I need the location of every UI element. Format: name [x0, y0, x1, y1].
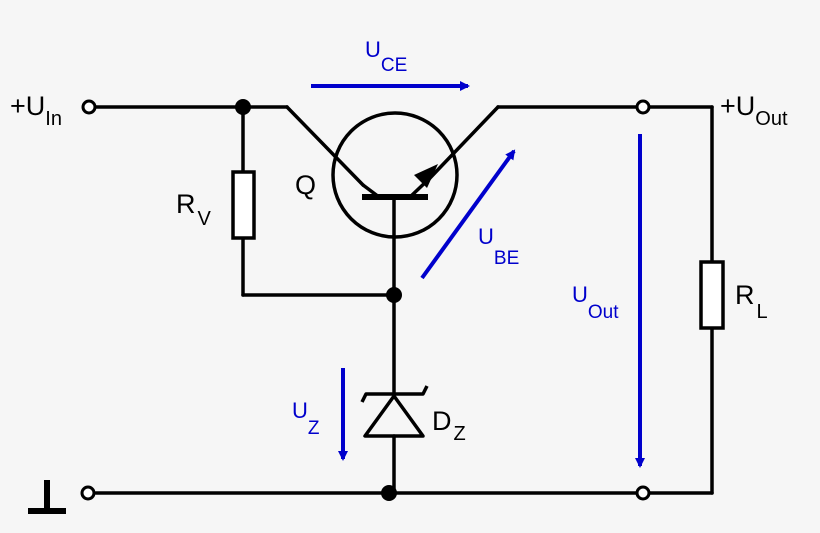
resistor-rl [699, 260, 725, 330]
label-output: +UOut [720, 91, 788, 130]
zener-triangle [363, 394, 425, 438]
label-ube: UBE [478, 224, 519, 269]
transistor-q [331, 111, 459, 239]
ground-icon [28, 480, 66, 514]
label-uout: UOut [572, 282, 619, 323]
zener-diode [360, 385, 429, 438]
label-rl: RL [735, 280, 768, 323]
junction-dot [381, 485, 397, 501]
label-q: Q [295, 170, 316, 200]
junction-dot [386, 287, 402, 303]
transistor-collector [361, 183, 381, 199]
resistor-rv [231, 170, 256, 240]
emitter-arrow-icon [414, 164, 438, 188]
zener-bar [360, 385, 429, 403]
terminal-output-bottom [635, 485, 651, 501]
terminal-ground-left [80, 485, 96, 501]
transistor-body [331, 111, 459, 239]
junction-dot [235, 99, 251, 115]
label-uz: UZ [292, 398, 320, 439]
arrow-ube [420, 149, 516, 280]
terminal-input [81, 99, 97, 115]
wire-collector-lead [285, 105, 365, 187]
wire-emitter-lead [428, 105, 500, 180]
label-input: +UIn [10, 91, 62, 130]
terminal-output-top [635, 99, 651, 115]
label-uce: UCE [365, 37, 407, 76]
